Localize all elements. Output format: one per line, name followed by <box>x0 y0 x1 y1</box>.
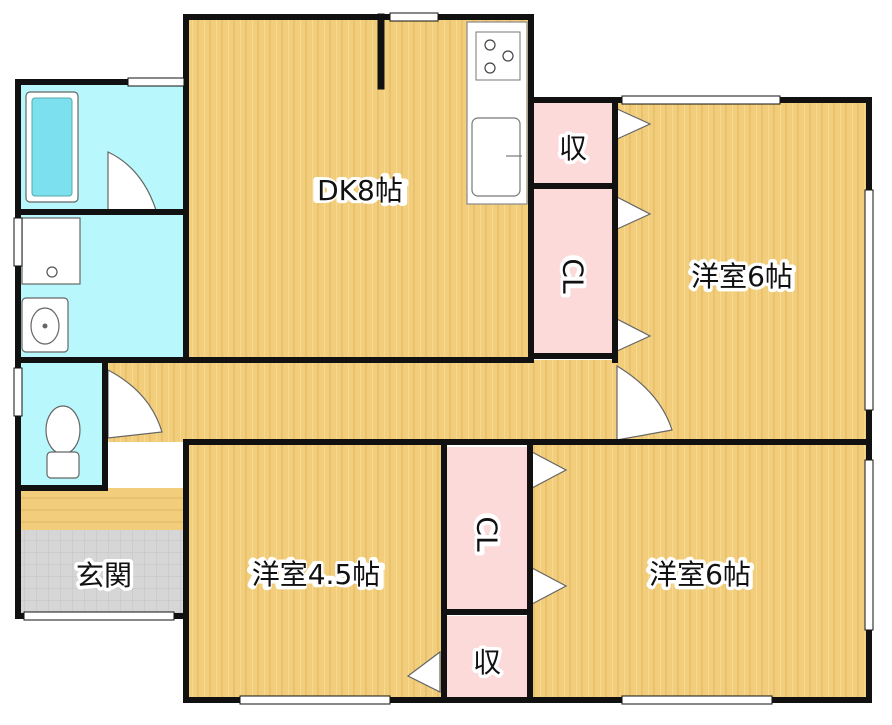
closet-right-floor <box>531 186 615 356</box>
closet-middle-floor <box>444 447 530 611</box>
genkan-step-floor <box>18 488 186 530</box>
dk-label-halo: DK8帖 <box>314 174 406 207</box>
western-sw-floor <box>186 442 444 700</box>
western-ne-floor <box>615 100 869 442</box>
toilet-door <box>107 369 163 439</box>
bathtub-icon <box>25 91 79 203</box>
window-wash-west <box>13 217 23 267</box>
western-se-label: 洋室6帖 <box>649 558 751 591</box>
entrance-floor <box>18 530 186 616</box>
window-se-east <box>864 459 874 631</box>
toilet-icon <box>45 405 81 479</box>
storage-bottom-label-halo: 収 <box>473 646 502 679</box>
western-ne-door <box>616 364 673 441</box>
dk-label: DK8帖 <box>317 174 403 207</box>
storage-bottom-floor <box>444 616 530 700</box>
storage-top-floor <box>531 100 615 186</box>
window-ne-north <box>621 95 781 105</box>
room-labels: DK8帖 DK8帖 洋室6帖 洋室6帖 洋室4.5帖 洋室4.5帖 洋室6帖 洋… <box>73 129 797 682</box>
walls <box>15 13 872 703</box>
window-bath-north <box>127 77 185 87</box>
doors <box>107 107 673 693</box>
bath-door <box>107 151 157 211</box>
window-entrance-south <box>23 611 175 621</box>
window-toilet-west <box>13 367 23 417</box>
storage-bottom-label: 収 <box>473 646 501 679</box>
sink-icon <box>471 117 522 197</box>
western-ne-label: 洋室6帖 <box>691 260 793 293</box>
hall-floor <box>105 360 615 442</box>
closet-right-label-halo: CL <box>557 257 590 296</box>
western-se-label-halo: 洋室6帖 <box>648 558 751 591</box>
window-sw-south <box>239 695 391 705</box>
window-ne-east <box>864 189 874 411</box>
closet-right-label: CL <box>557 258 590 294</box>
western-se-floor <box>530 442 869 700</box>
storage-top-label: 収 <box>559 132 587 165</box>
western-sw-label: 洋室4.5帖 <box>252 558 381 591</box>
western-sw-door <box>406 650 441 693</box>
entrance-label-halo: 玄関 <box>76 559 132 592</box>
floors <box>18 17 869 700</box>
entrance-label: 玄関 <box>76 559 132 592</box>
closet-middle-label-halo: CL <box>471 515 504 554</box>
washing-machine-pan <box>21 217 81 285</box>
windows <box>13 12 874 705</box>
washbasin-icon <box>21 297 69 353</box>
western-ne-label-halo: 洋室6帖 <box>690 260 793 293</box>
window-dk-north <box>389 12 439 22</box>
window-se-south <box>621 695 773 705</box>
western-sw-label-halo: 洋室4.5帖 <box>249 558 383 591</box>
kitchen-counter <box>466 21 528 205</box>
storage-top-label-halo: 収 <box>559 132 588 165</box>
stove-icon <box>475 31 521 81</box>
closet-middle-label: CL <box>471 516 504 552</box>
